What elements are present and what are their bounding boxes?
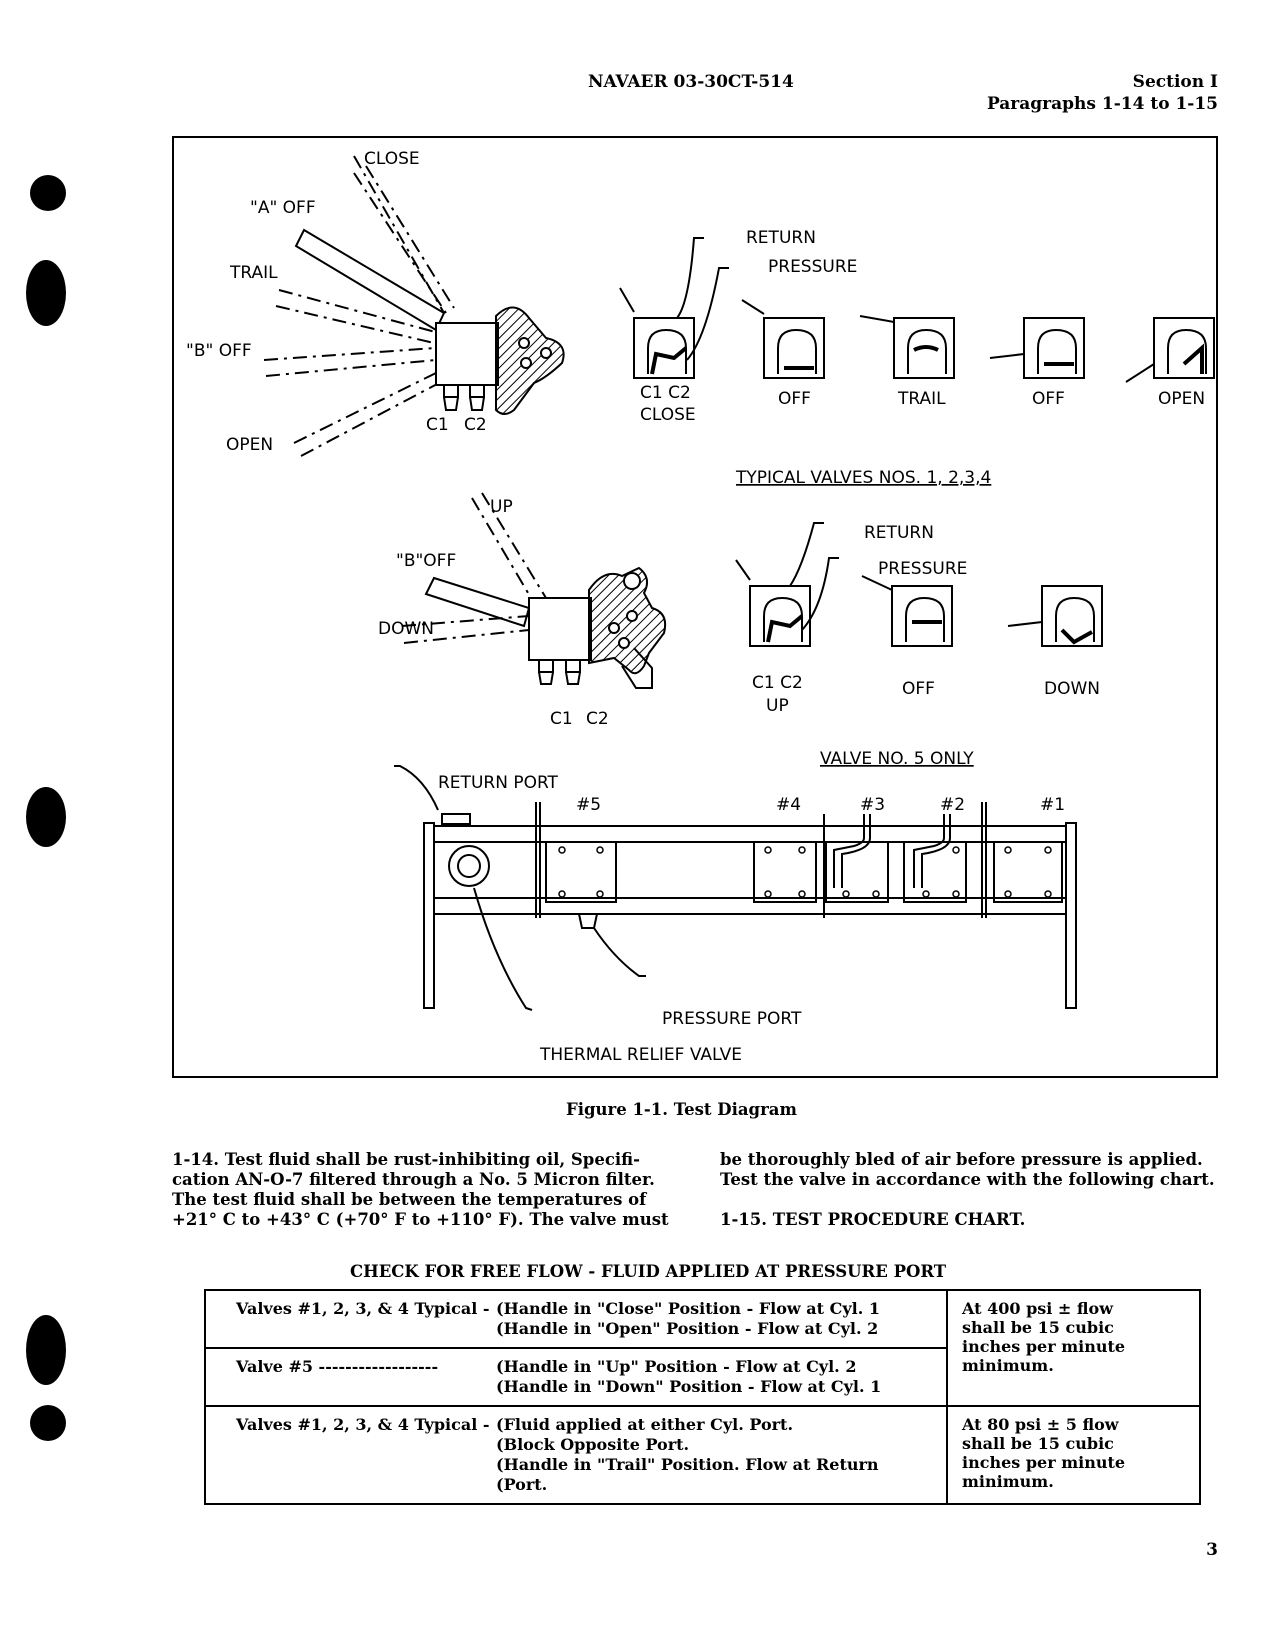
label-n2: #2 — [940, 795, 965, 815]
result2-line: inches per minute — [962, 1453, 1126, 1472]
label-thermal-relief-valve: THERMAL RELIEF VALVE — [539, 1045, 742, 1065]
result2-line: At 80 psi ± 5 flow — [962, 1415, 1119, 1434]
paragraphs-label: Paragraphs 1-14 to 1-15 — [986, 94, 1218, 114]
row3-line-1: (Fluid applied at either Cyl. Port. — [496, 1415, 794, 1434]
result1-line: inches per minute — [962, 1337, 1126, 1356]
handle-fan-typical — [263, 155, 565, 457]
binder-hole-5 — [30, 1405, 66, 1441]
pos5-label-c1c2: C1 C2 — [752, 673, 803, 693]
table-row-2: Valve #5 ------------------ (Handle in "U… — [204, 1347, 948, 1407]
label-b-off-2: "B"OFF — [396, 551, 456, 571]
label-return: RETURN — [746, 228, 816, 248]
pos5-label-off: OFF — [902, 679, 935, 699]
doc-number: NAVAER 03-30CT-514 — [588, 72, 794, 92]
pos-label-off-2: OFF — [1032, 389, 1065, 409]
label-c2: C2 — [464, 415, 487, 435]
row2-line-1: (Handle in "Up" Position - Flow at Cyl. … — [496, 1357, 857, 1376]
valve-position-icons-valve5 — [735, 522, 1103, 647]
binder-hole-4 — [26, 1315, 66, 1385]
row2-line-2: (Handle in "Down" Position - Flow at Cyl… — [496, 1377, 882, 1396]
table-row-1: Valves #1, 2, 3, & 4 Typical - (Handle in… — [204, 1289, 948, 1349]
para-line: Test the valve in accordance with the fo… — [720, 1170, 1215, 1189]
result2-line: minimum. — [962, 1472, 1054, 1491]
figure-frame: CLOSE "A" OFF TRAIL "B" OFF OPEN C1 C2 R… — [172, 136, 1218, 1078]
para-line: cation AN-O-7 filtered through a No. 5 M… — [172, 1170, 655, 1189]
label-up: UP — [490, 497, 513, 517]
label-c1: C1 — [426, 415, 449, 435]
label-return-port: RETURN PORT — [438, 773, 559, 793]
label-down: DOWN — [378, 619, 434, 639]
label-n3: #3 — [860, 795, 885, 815]
label-return-2: RETURN — [864, 523, 934, 543]
caption-valve5-only: VALVE NO. 5 ONLY — [820, 749, 974, 769]
label-a-off: "A" OFF — [250, 198, 316, 218]
binder-hole-3 — [26, 787, 66, 847]
row3-line-4: (Port. — [496, 1475, 548, 1494]
result2-line: shall be 15 cubic — [962, 1434, 1114, 1453]
label-trail: TRAIL — [229, 263, 278, 283]
label-pressure-2: PRESSURE — [878, 559, 967, 579]
manifold-assembly — [394, 765, 1077, 1011]
row1-name: Valves #1, 2, 3, & 4 Typical - — [236, 1299, 490, 1318]
binder-hole-2 — [26, 260, 66, 326]
label-n5: #5 — [576, 795, 601, 815]
label-open: OPEN — [226, 435, 273, 455]
result-cell-2: At 80 psi ± 5 flow shall be 15 cubic inc… — [946, 1405, 1201, 1505]
page-number: 3 — [1206, 1540, 1218, 1560]
paragraph-1-14-cont: be thoroughly bled of air before pressur… — [720, 1150, 1220, 1190]
pos-label-off-1: OFF — [778, 389, 811, 409]
row3-name: Valves #1, 2, 3, & 4 Typical - — [236, 1415, 490, 1434]
result1-line: shall be 15 cubic — [962, 1318, 1114, 1337]
handle-fan-valve5 — [401, 492, 667, 689]
binder-hole-1 — [30, 175, 66, 211]
result-cell-1: At 400 psi ± flow shall be 15 cubic inch… — [946, 1289, 1201, 1407]
label-pressure: PRESSURE — [768, 257, 857, 277]
section-label: Section I — [1132, 72, 1218, 92]
label-pressure-port: PRESSURE PORT — [662, 1009, 802, 1029]
table-row-3: Valves #1, 2, 3, & 4 Typical - (Fluid app… — [204, 1405, 948, 1505]
row3-line-3: (Handle in "Trail" Position. Flow at Ret… — [496, 1455, 879, 1474]
table-title: CHECK FOR FREE FLOW - FLUID APPLIED AT P… — [350, 1262, 947, 1281]
pos-label-trail: TRAIL — [897, 389, 946, 409]
pos-label-close: CLOSE — [640, 405, 696, 425]
label-n4: #4 — [776, 795, 801, 815]
figure-caption: Figure 1-1. Test Diagram — [566, 1100, 797, 1119]
pos-label-c1c2: C1 C2 — [640, 383, 691, 403]
label-n1: #1 — [1040, 795, 1065, 815]
label-close: CLOSE — [364, 149, 420, 169]
label-c1-2: C1 — [550, 709, 573, 729]
row2-name: Valve #5 ------------------ — [236, 1357, 439, 1376]
valve-position-icons-typical — [619, 237, 1215, 383]
para-line: 1-14. Test fluid shall be rust-inhibitin… — [172, 1150, 640, 1169]
pos5-label-down: DOWN — [1044, 679, 1100, 699]
caption-typical-valves: TYPICAL VALVES NOS. 1, 2,3,4 — [735, 468, 991, 488]
label-b-off: "B" OFF — [186, 341, 252, 361]
para-line: be thoroughly bled of air before pressur… — [720, 1150, 1203, 1169]
pos5-label-up: UP — [766, 696, 789, 716]
paragraph-1-14: 1-14. Test fluid shall be rust-inhibitin… — [172, 1150, 672, 1230]
pos-label-open: OPEN — [1158, 389, 1205, 409]
test-procedure-table: Valves #1, 2, 3, & 4 Typical - (Handle in… — [204, 1289, 1201, 1505]
para-line: The test fluid shall be between the temp… — [172, 1190, 647, 1209]
row1-line-2: (Handle in "Open" Position - Flow at Cyl… — [496, 1319, 879, 1338]
row3-line-2: (Block Opposite Port. — [496, 1435, 690, 1454]
test-diagram: CLOSE "A" OFF TRAIL "B" OFF OPEN C1 C2 R… — [186, 149, 1215, 1065]
para-line: +21° C to +43° C (+70° F to +110° F). Th… — [172, 1210, 669, 1229]
chart-heading: 1-15. TEST PROCEDURE CHART. — [720, 1210, 1026, 1229]
result1-line: minimum. — [962, 1356, 1054, 1375]
result1-line: At 400 psi ± flow — [962, 1299, 1113, 1318]
label-c2-2: C2 — [586, 709, 609, 729]
row1-line-1: (Handle in "Close" Position - Flow at Cy… — [496, 1299, 880, 1318]
